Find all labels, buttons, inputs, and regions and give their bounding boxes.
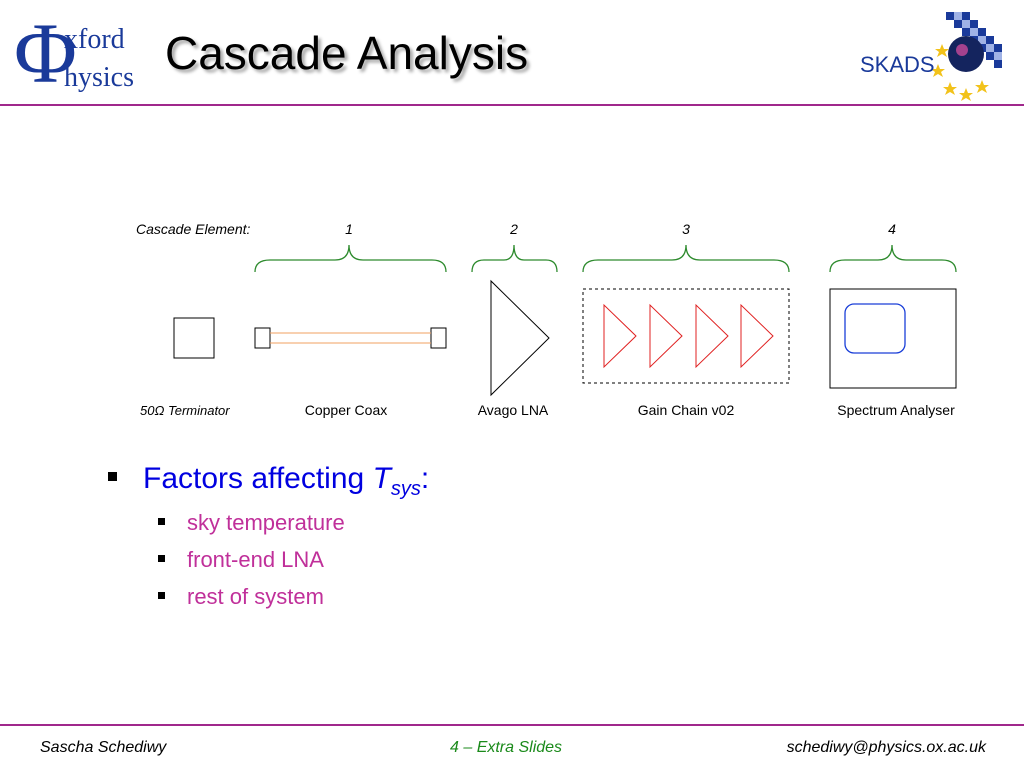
bullet-marker (158, 517, 165, 525)
cascade-diagram: Cascade Element: 1 2 3 4 50Ω Terminator … (0, 205, 1024, 435)
bullet-sub-2: front-end LNA (158, 547, 324, 573)
group-label-2: 2 (509, 221, 518, 237)
bullet-marker (158, 591, 165, 599)
bullet-sub-text: sky temperature (187, 510, 345, 535)
bullet-main: Factors affecting Tsys: (108, 462, 429, 501)
bullet-marker (158, 554, 165, 562)
terminator-box (173, 317, 215, 359)
bullet-main-subscript: sys (390, 478, 421, 500)
bullet-sub-text: front-end LNA (187, 547, 324, 572)
brace-group-2 (471, 244, 558, 273)
bullet-main-prefix: Factors affecting (143, 462, 373, 495)
bullet-sub-3: rest of system (158, 584, 324, 610)
group-label-4: 4 (888, 221, 896, 237)
gain-triangle-4 (740, 303, 774, 369)
gain-chain-box (582, 288, 790, 384)
footer-email: schediwy@physics.ox.ac.uk (786, 739, 986, 756)
bullet-sub-text: rest of system (187, 584, 324, 609)
lna-triangle (490, 279, 550, 397)
bullet-marker (108, 471, 117, 481)
brace-group-1 (254, 244, 447, 273)
logo-phi: Φ (14, 8, 77, 98)
bullet-main-symbol: T (372, 462, 391, 495)
coax-connector-left (254, 327, 271, 349)
bullet-main-suffix: : (420, 462, 430, 495)
footer-divider (0, 724, 1024, 726)
logo-text-physics: hysics (64, 62, 134, 93)
page-title: Cascade Analysis (165, 27, 529, 79)
group-label-3: 3 (682, 221, 690, 237)
footer-slide-number: 4 – Extra Slides (450, 739, 563, 756)
logo-stars (931, 44, 989, 101)
footer-author: Sascha Schediwy (40, 739, 167, 756)
gain-triangle-2 (649, 303, 683, 369)
spectrum-analyser-screen (844, 303, 906, 354)
cascade-row-label: Cascade Element: (136, 221, 251, 237)
spectrum-analyser-box (829, 288, 957, 389)
brace-group-4 (829, 244, 957, 273)
coax-connector-right (430, 327, 447, 349)
logo-text-oxford: xford (64, 24, 125, 55)
component-label-coax: Copper Coax (305, 402, 388, 418)
brace-group-3 (582, 244, 790, 273)
oxford-physics-logo: Φ xford hysics (14, 5, 154, 101)
component-label-gain-chain: Gain Chain v02 (638, 402, 735, 418)
gain-triangle-1 (603, 303, 637, 369)
component-label-terminator: 50Ω Terminator (140, 403, 230, 418)
bullet-sub-1: sky temperature (158, 510, 345, 536)
header-divider (0, 104, 1024, 106)
skads-logo: SKADS (858, 4, 1010, 104)
gain-triangle-3 (695, 303, 729, 369)
logo-text-skads: SKADS (860, 52, 935, 77)
component-label-spectrum-analyser: Spectrum Analyser (837, 402, 955, 418)
component-label-lna: Avago LNA (478, 402, 549, 418)
group-label-1: 1 (345, 221, 353, 237)
